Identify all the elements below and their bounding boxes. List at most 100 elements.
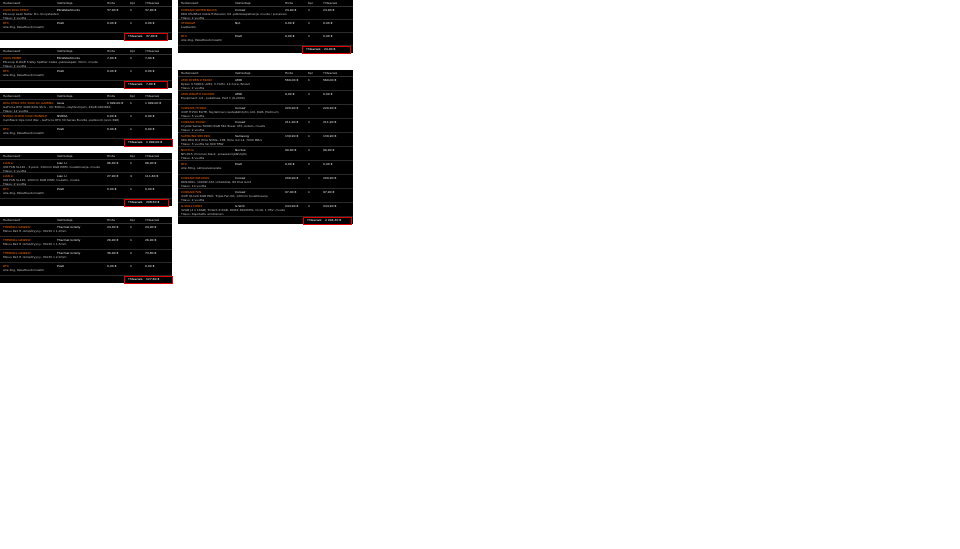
product-description: Lisätiedot	[181, 25, 196, 29]
cell-maker: Posti	[57, 187, 65, 191]
cell-price: 0,00 €	[107, 114, 117, 118]
product-link[interactable]: RTX	[181, 162, 187, 166]
product-link[interactable]: NVIDIA AUDIO COLD BUNDLE	[3, 114, 47, 118]
product-link[interactable]: RTX	[3, 187, 9, 191]
product-description: Minus Pad 8 -lämpötyyny, 30x30 x 2,0mm	[3, 255, 67, 259]
cell-maker: Posti	[57, 21, 65, 25]
product-link[interactable]: CORSAIR WATER BLOCK	[181, 8, 217, 12]
cell-qty: 1	[308, 92, 310, 96]
cell-price: 0,00 €	[107, 127, 117, 131]
product-link[interactable]: CORSAIR HYDRO	[181, 106, 207, 110]
product-link[interactable]: CORSAIR RM1000x	[181, 176, 210, 180]
total-label: Yhteensä:	[128, 82, 143, 86]
product-link[interactable]: CORSAIR 5000D	[181, 120, 206, 124]
cell-maker: Asus	[57, 101, 65, 105]
product-link[interactable]: RTX	[3, 127, 9, 131]
product-link[interactable]: SAMSUNG 980 PRO	[181, 134, 211, 138]
cell-qty: 1	[130, 187, 132, 191]
product-link[interactable]: THERMAL GRIZZLY	[3, 238, 31, 242]
cell-sum: 0,00 €	[323, 34, 333, 38]
product-link[interactable]: CORSAIR FAN	[181, 190, 202, 194]
cell-qty: 1	[308, 204, 310, 208]
cell-maker: Corsair	[235, 106, 246, 110]
product-warranty: Tilaus: Rajoitettu elinikäinen	[181, 212, 224, 216]
product-warranty: Tilaus: 2 vuotta	[3, 169, 27, 173]
cell-price: 211,90 €	[285, 120, 299, 124]
product-link[interactable]: ASUS ROG STRIX	[3, 8, 29, 12]
highlight-box	[124, 139, 173, 147]
product-warranty: Tilaus: 2 vuotta	[3, 182, 27, 186]
column-header-maker: Valmistaja	[57, 218, 73, 222]
cell-maker: G.Skill	[235, 204, 245, 208]
total-label: Yhteensä:	[128, 277, 143, 281]
order-total: Yhteensä:37,90 €	[0, 33, 172, 41]
product-link[interactable]: NOCTUA	[181, 148, 194, 152]
cell-sum: 569,00 €	[323, 78, 337, 82]
product-link[interactable]: ROG STRIX RTX 3090 OC GAMING	[3, 101, 54, 105]
total-label: Yhteensä:	[306, 47, 321, 51]
product-description: GeForce RTX 3090 ROG Strix - OC Edition …	[3, 105, 111, 109]
column-header-product: Tuotenosoit	[3, 94, 21, 98]
total-label: Yhteensä:	[307, 218, 322, 222]
column-header-sum: Yhteensä	[145, 1, 159, 5]
product-link[interactable]: RTX	[3, 69, 9, 73]
column-header-product: Tuotenosoit	[3, 49, 21, 53]
cell-qty: 1	[130, 225, 132, 229]
cell-sum: 0,00 €	[145, 114, 155, 118]
cell-qty: 1	[130, 264, 132, 268]
cell-sum: 99,90 €	[323, 148, 335, 152]
order-total: Yhteensä:7,90 €	[0, 81, 172, 89]
cell-maker: Thermal Grizzly	[57, 225, 81, 229]
product-description: Alle 30kg, Lähipalvelupiste	[181, 166, 222, 170]
cell-maker: Thermal Grizzly	[57, 238, 81, 242]
cell-sum: 24,90 €	[145, 225, 157, 229]
cell-maker: Posti	[235, 162, 243, 166]
cell-maker: Corsair	[235, 190, 246, 194]
product-warranty: Tilaus: 2 vuotta	[3, 64, 27, 68]
cell-qty: 1	[308, 8, 310, 12]
column-header-price: Hinta	[285, 71, 294, 75]
cell-qty: 1	[130, 8, 132, 12]
order-total: Yhteensä:1 999,00 €	[0, 139, 173, 147]
product-link[interactable]: ASUS PRIME	[3, 56, 22, 60]
product-link[interactable]: RTX	[3, 264, 9, 268]
column-header-price: Hinta	[107, 218, 116, 222]
cell-qty: 1	[130, 114, 132, 118]
product-link[interactable]: RTX	[181, 34, 187, 38]
product-link[interactable]: AMD RYZEN 9 5900X	[181, 78, 213, 82]
cell-qty: 1	[308, 78, 310, 82]
product-link[interactable]: G.SKILL DDR4	[181, 204, 202, 208]
cell-qty: 1	[130, 101, 132, 105]
cell-maker: Thermal Grizzly	[57, 251, 81, 255]
order-total: Yhteensä:24,90 €	[178, 46, 353, 54]
cell-qty: 1	[130, 161, 132, 165]
column-header-sum: Yhteensä	[323, 1, 337, 5]
column-header-qty: Kpl	[130, 49, 135, 53]
column-header-qty: Kpl	[308, 71, 313, 75]
product-link[interactable]: LIAN LI	[3, 174, 14, 178]
order-total: Yhteensä:127,60 €	[0, 276, 173, 284]
highlight-box	[124, 81, 168, 89]
order-total: Yhteensä:208,50 €	[0, 199, 172, 207]
cell-price: 97,90 €	[285, 190, 297, 194]
product-link[interactable]: THERMAL GRIZZLY	[3, 251, 31, 255]
column-header-product: Tuotenosoit	[181, 71, 199, 75]
product-link[interactable]: LIAN LI	[3, 161, 14, 165]
column-header-qty: Kpl	[130, 154, 135, 158]
product-link[interactable]: AMD WRAITH COOLER	[181, 92, 215, 96]
product-warranty: Tilaus: 6 vuotta	[181, 156, 205, 160]
cell-price: 0,00 €	[285, 92, 295, 96]
product-link[interactable]: RTX	[3, 21, 9, 25]
product-link[interactable]: THERMAL GRIZZLY	[3, 225, 31, 229]
product-link[interactable]: STORAGE	[181, 21, 196, 25]
product-warranty: Tilaus: 10 vuotta	[181, 184, 207, 188]
cell-qty: 1	[308, 176, 310, 180]
cell-maker: NVIDIA	[57, 114, 68, 118]
